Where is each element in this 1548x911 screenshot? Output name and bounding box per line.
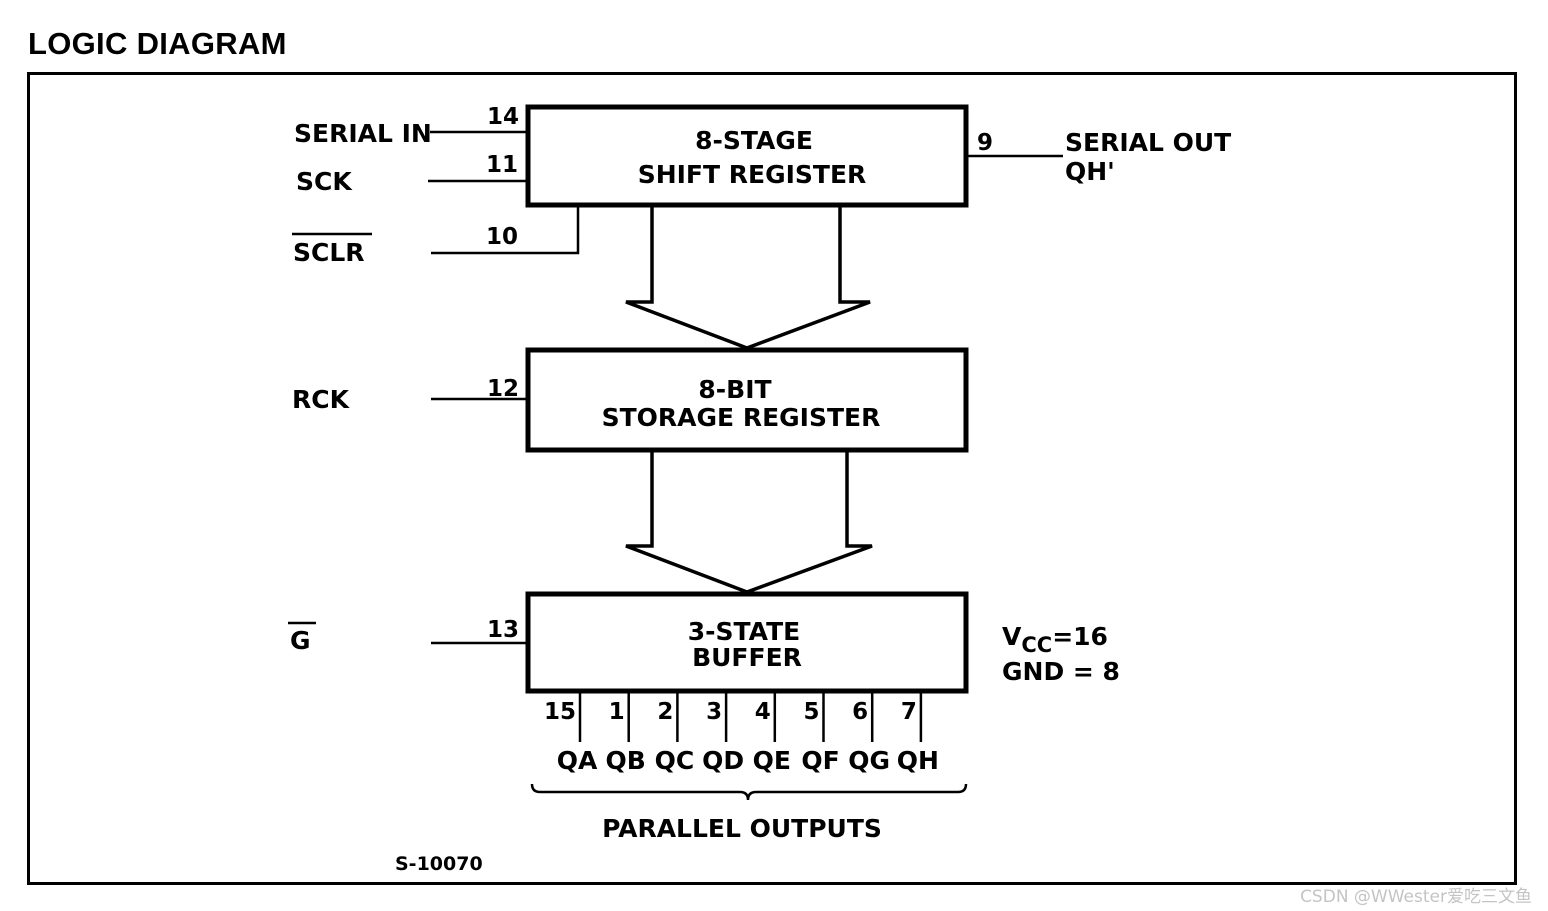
output-pin-qa: 15	[544, 699, 576, 725]
rck-label: RCK	[292, 385, 351, 414]
vcc-value: =16	[1052, 622, 1108, 651]
parallel-outputs-brace	[530, 783, 968, 801]
shift-register-line1: 8-STAGE	[695, 126, 813, 155]
serial-out-label: SERIAL OUT	[1065, 128, 1231, 157]
sclr-wire	[431, 205, 580, 255]
output-pin-qf: 5	[803, 699, 819, 725]
output-label-qa: QA	[557, 746, 598, 775]
shift-register-line2: SHIFT REGISTER	[638, 160, 867, 189]
output-label-qd: QD	[702, 746, 744, 775]
bus-arrow-storage-to-buffer	[625, 452, 873, 594]
sck-pin: 11	[486, 152, 518, 178]
output-label-qf: QF	[801, 746, 839, 775]
shift-register-block	[525, 104, 969, 208]
serial-in-label: SERIAL IN	[294, 119, 432, 148]
diagram-frame	[27, 72, 1517, 885]
page-title: LOGIC DIAGRAM	[28, 26, 287, 61]
output-label-qe: QE	[753, 746, 791, 775]
qh-prime-label: QH'	[1065, 157, 1115, 186]
serial-in-pin: 14	[487, 104, 519, 130]
bus-arrow-shift-to-storage	[625, 207, 871, 350]
storage-register-line2: STORAGE REGISTER	[602, 403, 881, 432]
output-pin-qd: 3	[706, 699, 722, 725]
output-pin-qe: 4	[755, 699, 771, 725]
output-label-qg: QG	[848, 746, 890, 775]
output-label-qh: QH	[897, 746, 939, 775]
figure-code: S-10070	[395, 853, 483, 875]
g-pin: 13	[487, 617, 519, 643]
storage-register-line1: 8-BIT	[698, 375, 771, 404]
rck-pin: 12	[487, 376, 519, 402]
output-pin-qh: 7	[901, 699, 917, 725]
output-label-qb: QB	[606, 746, 646, 775]
output-label-qc: QC	[655, 746, 695, 775]
vcc-sub: CC	[1021, 633, 1052, 657]
output-pin-qg: 6	[852, 699, 868, 725]
vcc-v: V	[1002, 622, 1022, 651]
g-label: G	[290, 626, 311, 655]
sclr-label: SCLR	[293, 238, 365, 267]
buffer-line1: 3-STATE	[688, 617, 800, 646]
gnd-label: GND = 8	[1002, 657, 1120, 686]
watermark: CSDN @WWester爱吃三文鱼	[1300, 887, 1532, 907]
output-pin-qb: 1	[609, 699, 625, 725]
serial-out-pin: 9	[977, 130, 993, 156]
parallel-outputs-label: PARALLEL OUTPUTS	[602, 814, 882, 843]
buffer-line2: BUFFER	[692, 643, 802, 672]
output-pin-qc: 2	[657, 699, 673, 725]
sclr-pin: 10	[486, 224, 518, 250]
vcc-label: VCC=16	[1002, 622, 1108, 657]
sck-label: SCK	[296, 167, 353, 196]
